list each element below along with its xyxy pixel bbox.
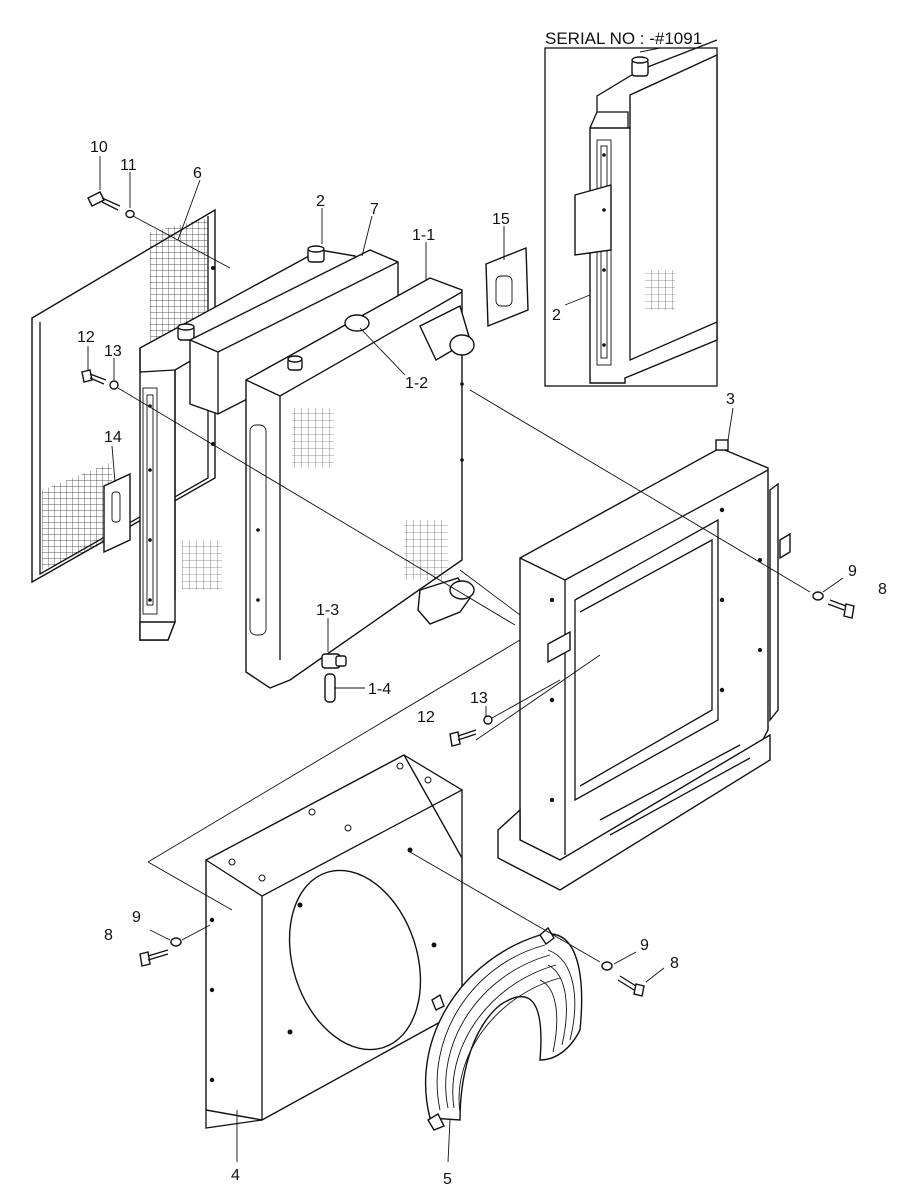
callout-5: 5 [443, 1171, 452, 1188]
bolt-12-upper [81, 369, 107, 385]
callout-9-right: 9 [848, 563, 857, 580]
callout-12-middle: 12 [417, 709, 435, 726]
washer-9-left [170, 937, 182, 947]
leader-lines [87, 156, 844, 1163]
inset-callout-2: 2 [552, 307, 561, 324]
callout-13-middle: 13 [470, 690, 488, 707]
callout-8-lower: 8 [670, 955, 679, 972]
callout-9-lower: 9 [640, 937, 649, 954]
drain-hose-1-4 [324, 673, 336, 703]
wing-bolt-10 [87, 191, 121, 211]
callout-14: 14 [104, 429, 122, 446]
washer-11 [125, 209, 135, 219]
radiator-cap-1-2 [344, 314, 370, 332]
washer-9-right [812, 591, 824, 601]
washer-13-upper [109, 380, 119, 390]
callout-7: 7 [370, 201, 379, 218]
callout-4: 4 [231, 1167, 240, 1184]
washer-9-lower [601, 961, 613, 971]
bracket-14 [103, 472, 131, 554]
callout-labels: 10 11 6 2 7 1-1 15 12 13 1-2 14 3 9 8 1-… [77, 139, 887, 1188]
upper-hose-outlet [449, 334, 475, 356]
callout-10: 10 [90, 139, 108, 156]
callout-1-4: 1-4 [368, 681, 391, 698]
bolt-8-left [139, 949, 169, 967]
bracket-15 [485, 246, 529, 328]
washer-13-middle [483, 715, 493, 725]
drain-cock-1-3 [321, 653, 347, 669]
callout-1-1: 1-1 [412, 227, 435, 244]
callout-1-3: 1-3 [316, 602, 339, 619]
fan-opening [288, 869, 422, 1051]
callout-12-upper: 12 [77, 329, 95, 346]
callout-6: 6 [193, 165, 202, 182]
bolt-8-lower [617, 975, 645, 997]
inset-title: SERIAL NO : -#1091 [545, 29, 702, 48]
callout-8-right: 8 [878, 581, 887, 598]
callout-13-upper: 13 [104, 343, 122, 360]
callout-9-left: 9 [132, 909, 141, 926]
callout-11: 11 [120, 157, 137, 174]
callout-15: 15 [492, 211, 510, 228]
callout-1-2: 1-2 [405, 375, 428, 392]
inset-radiator [589, 53, 718, 384]
part-fan-guard-5 [425, 926, 583, 1131]
callout-2: 2 [316, 193, 325, 210]
part-shroud-frame-3 [497, 439, 791, 891]
part-radiator-1-1 [245, 277, 475, 689]
part-fan-shroud-4 [205, 754, 464, 1129]
bolt-12-middle [449, 729, 477, 747]
inset-bracket [574, 184, 612, 256]
bolt-8-right [827, 599, 855, 619]
callout-8-left: 8 [104, 927, 113, 944]
callout-3: 3 [726, 391, 735, 408]
serial-inset: SERIAL NO : -#1091 2 [544, 29, 718, 387]
